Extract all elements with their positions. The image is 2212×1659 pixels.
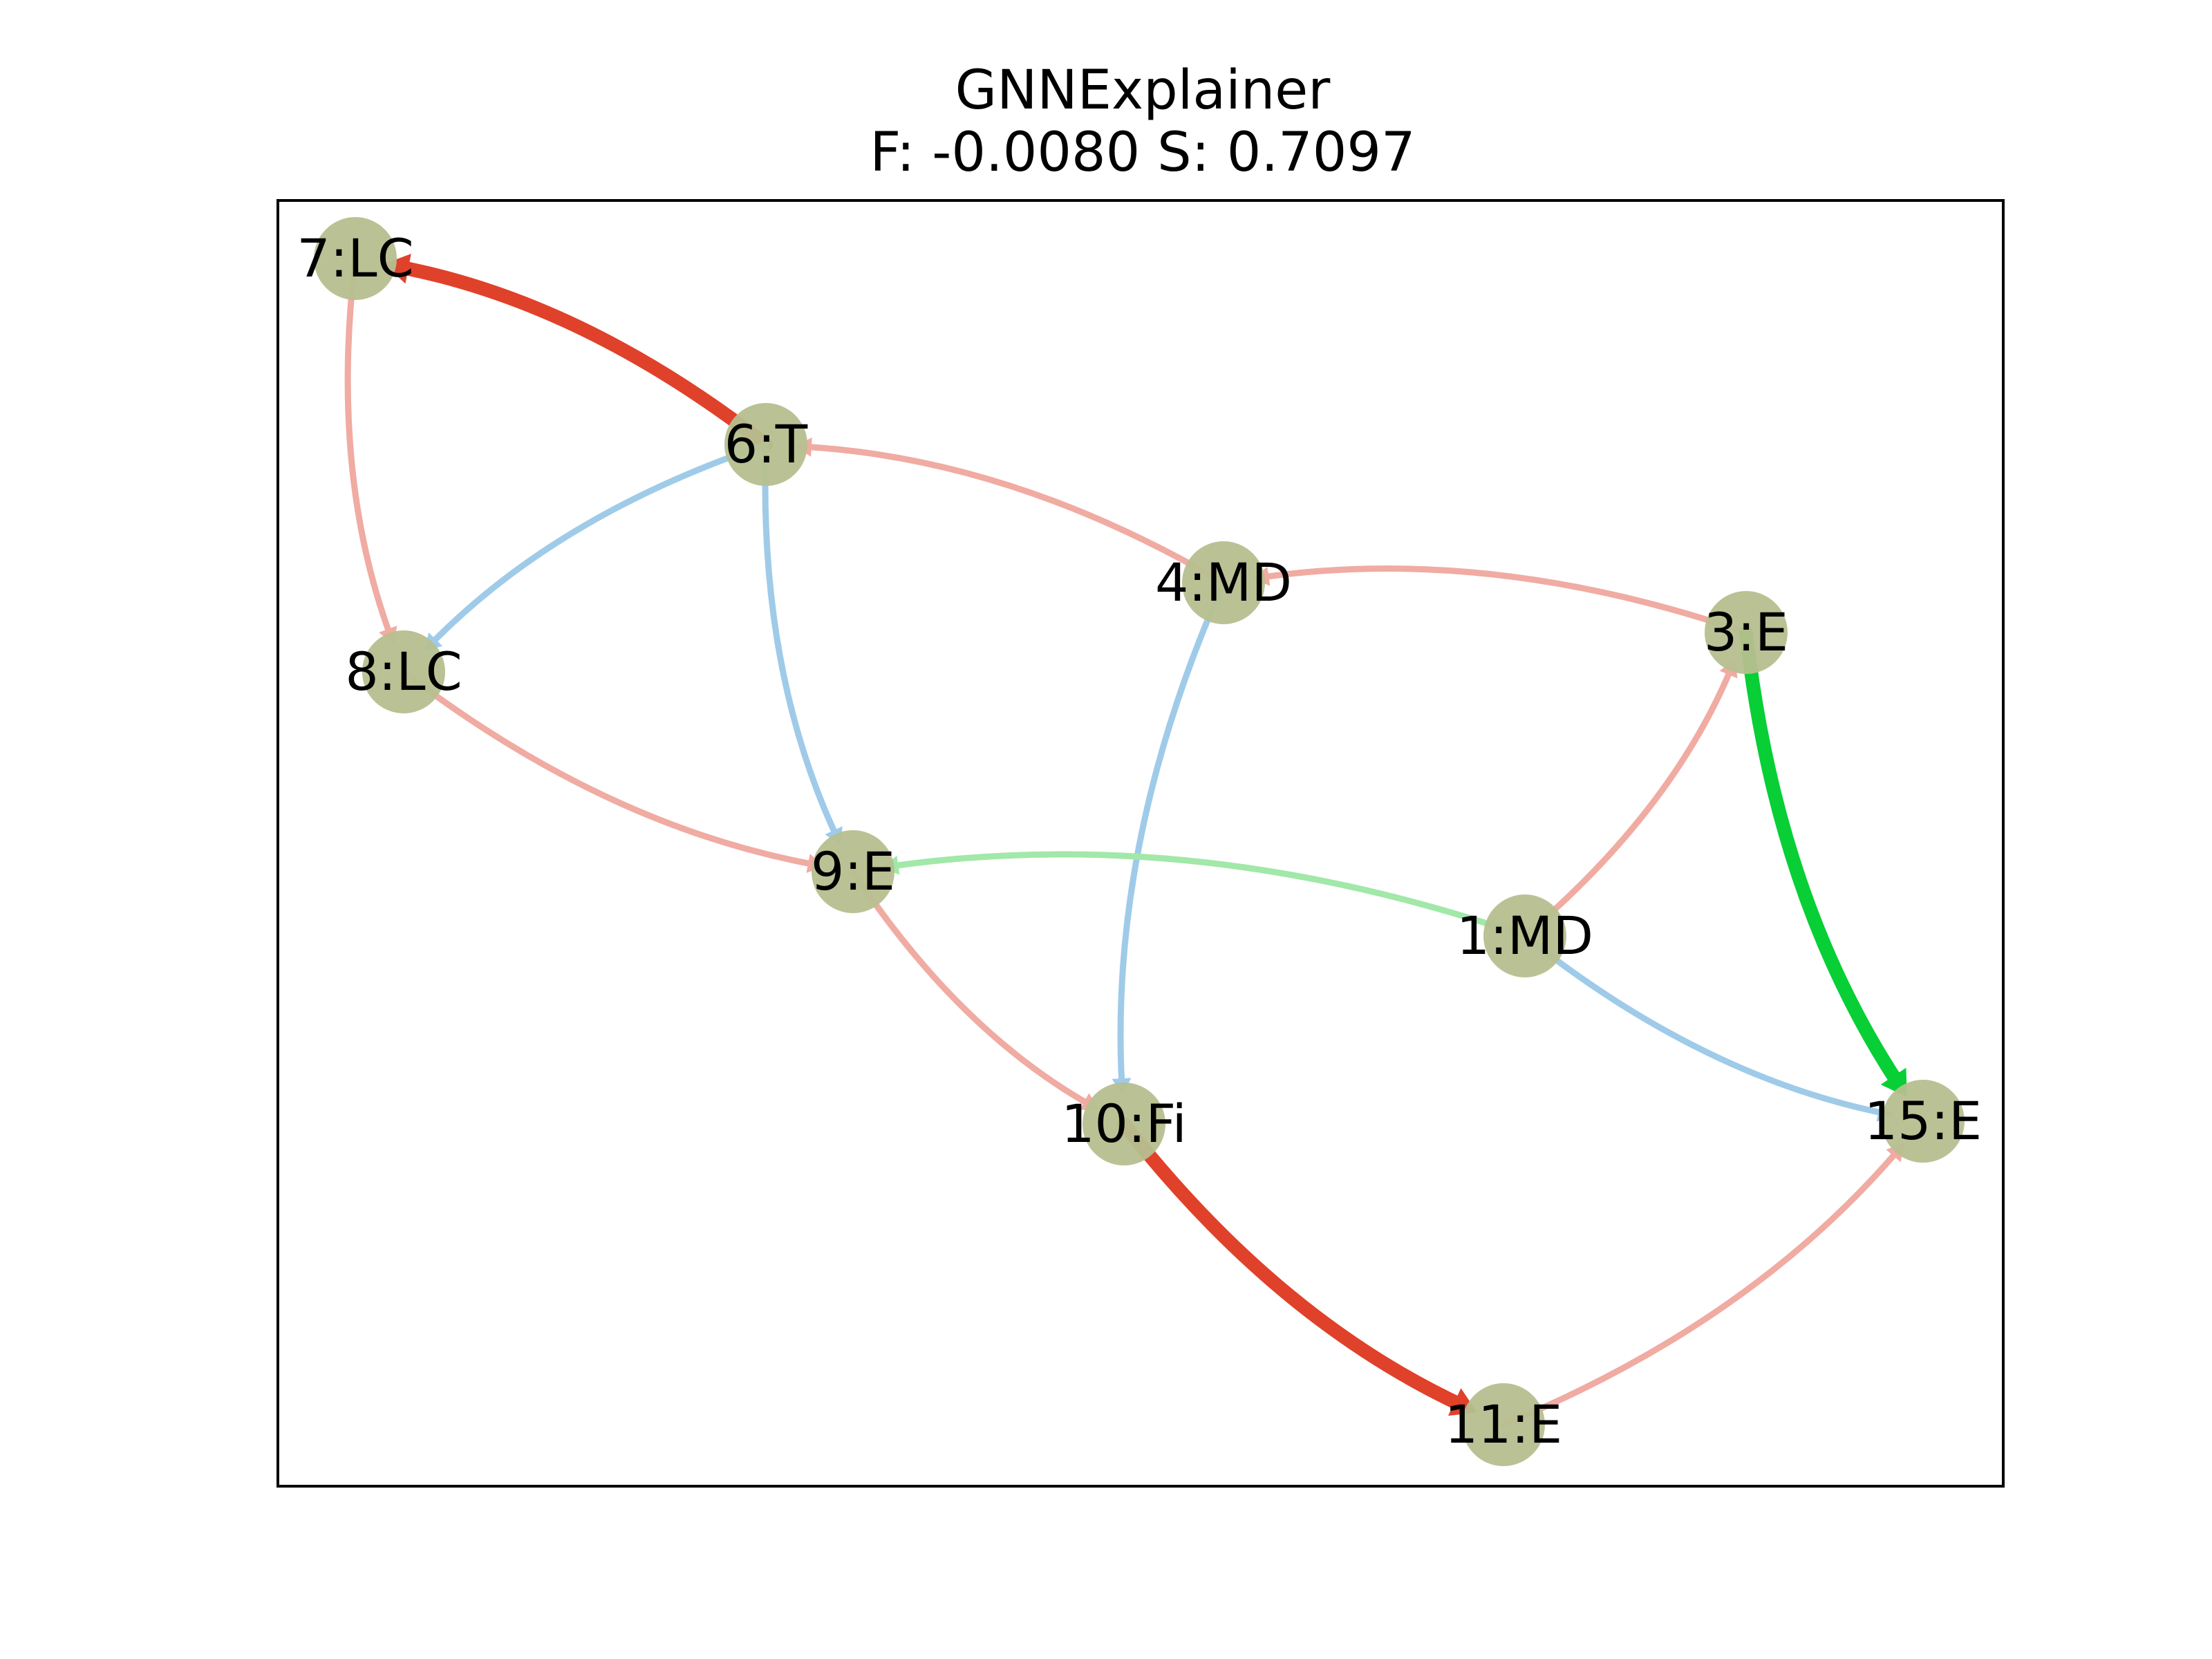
node-label: 4:MD	[1155, 552, 1292, 613]
edges-layer	[344, 254, 1907, 1428]
node-circle	[1082, 1082, 1165, 1165]
node-15: 15:E	[1864, 1080, 1982, 1163]
edge-line	[1259, 565, 1750, 636]
nodes-layer: 7:LC 6:T 4:MD 3:E 8:LC 9:E 1:MD 10:Fi 15:E 11:E	[297, 217, 1982, 1466]
edge-line	[850, 868, 1094, 1108]
edge-1-3	[1521, 659, 1738, 939]
edge-9-10	[850, 868, 1099, 1110]
chart-subtitle: F: -0.0080 S: 0.7097	[870, 122, 1416, 184]
node-label: 15:E	[1864, 1090, 1982, 1152]
node-label: 8:LC	[345, 641, 462, 702]
node-label: 9:E	[811, 841, 895, 902]
node-circle	[724, 403, 807, 486]
node-label: 11:E	[1445, 1394, 1562, 1455]
node-circle	[1483, 894, 1566, 977]
edge-3-15	[1739, 626, 1907, 1097]
edge-8-9	[400, 668, 825, 873]
node-label: 6:T	[724, 413, 808, 475]
edge-line	[391, 259, 773, 451]
node-circle	[812, 830, 894, 913]
edge-6-7	[384, 254, 773, 451]
edge-7-8	[344, 255, 397, 645]
node-1: 1:MD	[1456, 894, 1593, 977]
node-label: 1:MD	[1456, 905, 1593, 966]
node-7: 7:LC	[297, 217, 414, 300]
edge-line	[400, 668, 818, 868]
node-circle	[1882, 1080, 1965, 1163]
edge-1-9	[881, 851, 1528, 939]
node-9: 9:E	[811, 830, 895, 913]
edge-6-8	[424, 441, 769, 651]
edge-line	[1117, 1117, 1471, 1414]
node-circle	[1462, 1383, 1545, 1466]
edge-line	[344, 255, 394, 639]
edge-4-10	[1112, 579, 1227, 1096]
edge-line	[888, 851, 1528, 939]
node-11: 11:E	[1445, 1383, 1562, 1466]
node-circle	[362, 630, 445, 713]
plot-frame	[276, 199, 2005, 1488]
edge-line	[1521, 665, 1734, 939]
node-4: 4:MD	[1155, 541, 1292, 624]
node-label: 10:Fi	[1061, 1093, 1187, 1154]
edge-line	[1739, 626, 1906, 1091]
edge-11-15	[1500, 1143, 1904, 1428]
edge-line	[801, 443, 1227, 586]
edge-line	[1521, 932, 1888, 1117]
node-circle	[314, 217, 397, 300]
node-label: 3:E	[1704, 601, 1788, 663]
edge-10-11	[1117, 1117, 1477, 1416]
chart-title: GNNExplainer	[955, 59, 1331, 122]
edge-line	[762, 441, 840, 840]
edge-arrowhead	[384, 254, 411, 284]
node-label: 7:LC	[297, 227, 413, 289]
edge-line	[1500, 1147, 1901, 1428]
node-10: 10:Fi	[1061, 1082, 1187, 1165]
edge-6-9	[762, 441, 843, 845]
edge-3-4	[1252, 565, 1750, 636]
edge-line	[427, 441, 769, 648]
node-circle	[1182, 541, 1265, 624]
node-circle	[1705, 591, 1788, 674]
node-3: 3:E	[1704, 591, 1788, 674]
node-6: 6:T	[724, 403, 808, 486]
node-8: 8:LC	[345, 630, 462, 713]
edge-line	[1117, 579, 1227, 1089]
